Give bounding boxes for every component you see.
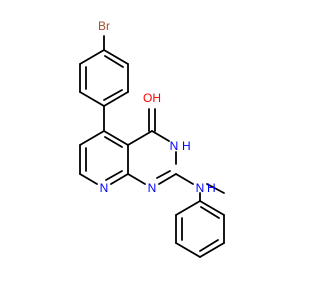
bond xyxy=(175,173,194,185)
bond-double-inner xyxy=(103,89,123,101)
bond-double-inner xyxy=(105,170,123,181)
chemical-structure: Br OH N H N N N H xyxy=(79,19,225,258)
pyrimidine-nitrogen-label: N xyxy=(148,181,157,195)
bond xyxy=(206,183,225,194)
bond xyxy=(127,130,153,146)
bond xyxy=(175,200,201,216)
bond xyxy=(103,91,129,107)
bond xyxy=(127,173,146,185)
atom-labels: Br OH N H N N N H xyxy=(98,19,216,195)
bond xyxy=(110,173,129,185)
bond xyxy=(79,130,105,146)
bond xyxy=(103,49,129,65)
amine-h-label: H xyxy=(207,181,216,195)
bond xyxy=(79,173,98,185)
bond xyxy=(79,91,105,107)
bond-double-inner xyxy=(199,239,219,252)
pyridine-nitrogen-label: N xyxy=(100,181,109,195)
bond xyxy=(158,173,177,185)
ring-nh-label: N xyxy=(170,139,179,153)
bond xyxy=(103,130,129,146)
amine-nitrogen-label: N xyxy=(196,181,205,195)
ring-nh-h-label: H xyxy=(182,139,191,153)
hydroxyl-label: OH xyxy=(143,91,161,105)
bond xyxy=(199,242,225,258)
bond-double-inner xyxy=(104,136,123,148)
bond-layer xyxy=(79,35,225,258)
bond xyxy=(151,130,170,142)
bond-double-inner xyxy=(200,206,220,219)
bond-double-inner xyxy=(104,55,124,68)
bond-double-inner xyxy=(156,170,171,179)
bond xyxy=(199,200,225,216)
bromine-label: Br xyxy=(98,19,110,33)
bond xyxy=(79,49,105,65)
bond xyxy=(175,242,201,258)
